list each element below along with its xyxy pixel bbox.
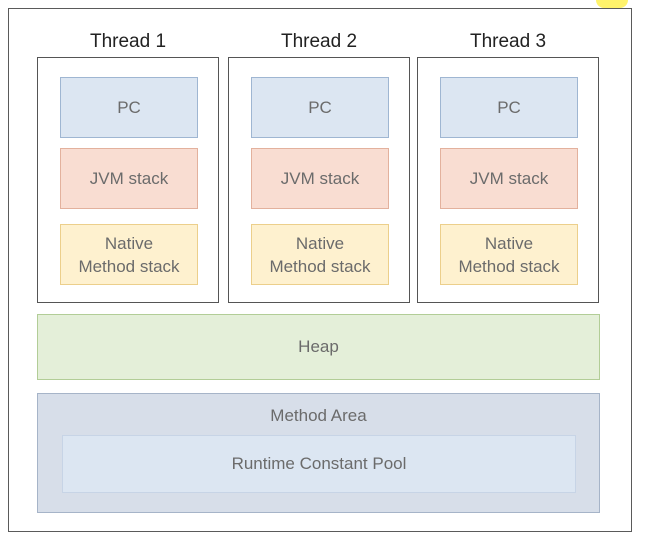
thread-1-pc: PC [60, 77, 198, 138]
native-label-line1: Native [295, 233, 345, 253]
thread-2-pc: PC [251, 77, 389, 138]
heap-region: Heap [37, 314, 600, 380]
thread-1-title: Thread 1 [89, 31, 167, 52]
method-area-region: Method Area Runtime Constant Pool [37, 393, 600, 513]
thread-3-pc: PC [440, 77, 578, 138]
thread-2-native-method-stack: Native Method stack [251, 224, 389, 285]
native-label-line1: Native [484, 233, 534, 253]
runtime-constant-pool: Runtime Constant Pool [62, 435, 576, 493]
thread-3-native-method-stack: Native Method stack [440, 224, 578, 285]
thread-1-native-method-stack: Native Method stack [60, 224, 198, 285]
thread-2-box: PC JVM stack Native Method stack [228, 57, 410, 303]
native-label-line2: Method stack [269, 256, 371, 276]
thread-2-jvm-stack: JVM stack [251, 148, 389, 209]
method-area-label: Method Area [270, 406, 367, 425]
highlight-mark [596, 0, 628, 8]
native-label-line2: Method stack [78, 256, 180, 276]
native-label-line2: Method stack [458, 256, 560, 276]
thread-1-box: PC JVM stack Native Method stack [37, 57, 219, 303]
thread-3-title: Thread 3 [469, 31, 547, 52]
jvm-memory-diagram: Thread 1 PC JVM stack Native Method stac… [8, 8, 632, 532]
thread-1-jvm-stack: JVM stack [60, 148, 198, 209]
native-label-line1: Native [104, 233, 154, 253]
thread-2-title: Thread 2 [280, 31, 358, 52]
thread-3-jvm-stack: JVM stack [440, 148, 578, 209]
thread-3-box: PC JVM stack Native Method stack [417, 57, 599, 303]
